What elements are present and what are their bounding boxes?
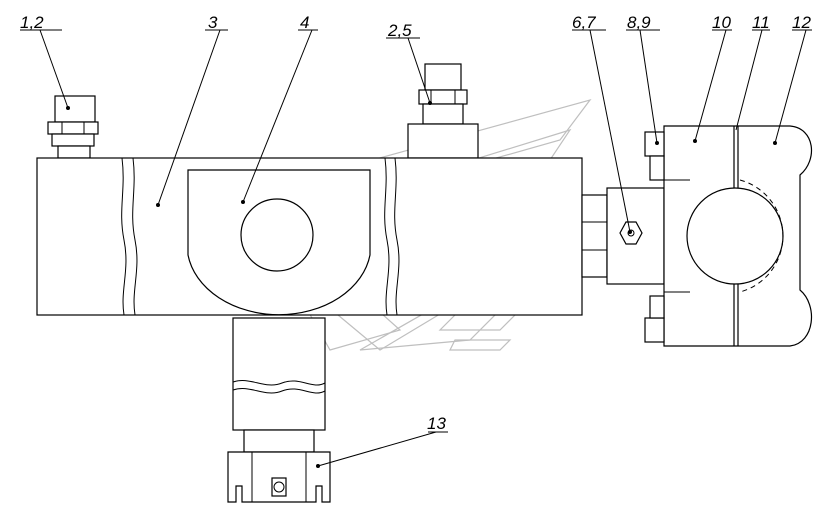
callout-10: 10 xyxy=(712,13,731,32)
fitting-bottom xyxy=(227,451,331,503)
callout-13: 13 xyxy=(427,414,446,433)
callout-1-2: 1,2 xyxy=(20,13,44,32)
leader-lines xyxy=(20,29,812,468)
main-body xyxy=(36,157,583,316)
callout-2-5: 2,5 xyxy=(387,21,412,40)
callout-3: 3 xyxy=(208,13,218,32)
fitting-top xyxy=(407,63,479,159)
callout-4: 4 xyxy=(300,13,309,32)
callout-11: 11 xyxy=(752,13,770,32)
callout-8-9: 8,9 xyxy=(627,13,651,32)
callout-6-7: 6,7 xyxy=(572,13,596,32)
side-connector xyxy=(581,187,665,285)
fitting-left xyxy=(47,95,99,159)
callout-12: 12 xyxy=(792,13,811,32)
clamp-assembly xyxy=(644,125,813,347)
lower-stem xyxy=(232,317,326,453)
